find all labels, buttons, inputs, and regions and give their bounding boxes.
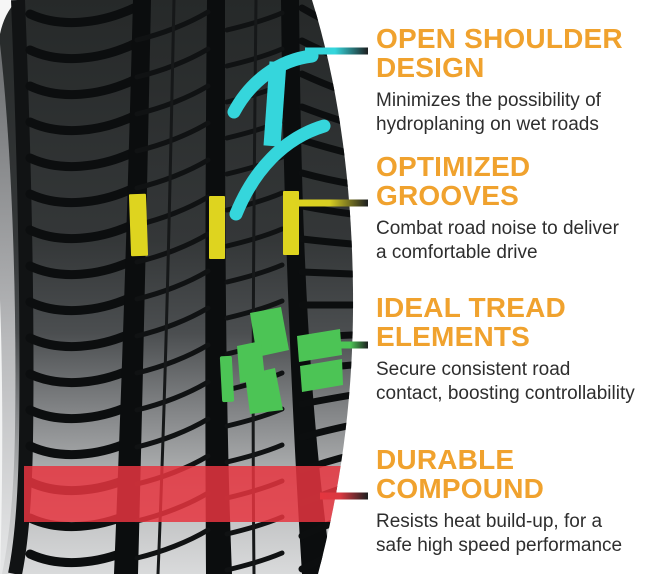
open-shoulder-highlight bbox=[227, 47, 368, 221]
groove-marker bbox=[209, 196, 225, 259]
open-shoulder-bar bbox=[263, 61, 287, 147]
tread-element bbox=[219, 355, 235, 403]
groove-marker bbox=[283, 191, 299, 255]
tread-element bbox=[245, 368, 283, 414]
optimized-grooves-highlight bbox=[128, 191, 368, 259]
durable-compound-highlight bbox=[24, 466, 342, 522]
tire-sidewall bbox=[0, 0, 34, 574]
open-shoulder-arc-bottom bbox=[229, 119, 331, 221]
tread-element bbox=[297, 329, 342, 362]
ideal-tread-highlight bbox=[219, 307, 368, 414]
groove-marker bbox=[128, 193, 149, 257]
open-shoulder-arc-top bbox=[227, 49, 319, 119]
left-shoulder-grooves bbox=[25, 3, 139, 567]
tread-element bbox=[300, 359, 343, 392]
